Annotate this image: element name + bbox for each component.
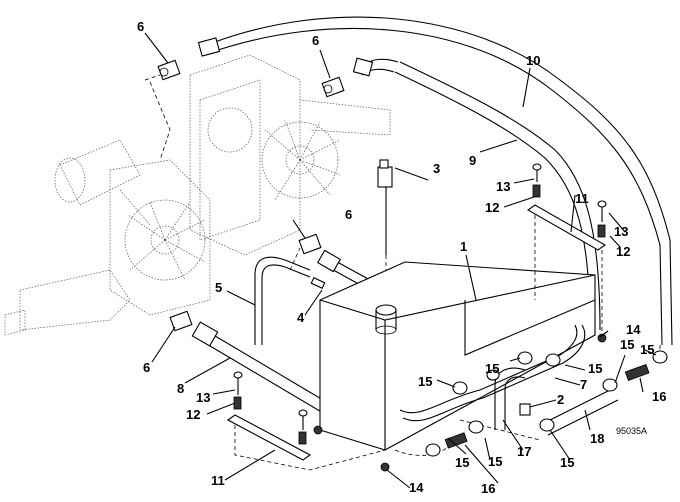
callout-13-right: 13 [614,224,629,239]
fitting-16-right [624,363,650,381]
figure-id-label: 95035A [616,426,648,436]
callout-13-upper: 13 [496,179,511,194]
hose-8 [191,321,341,421]
oil-tank-1 [319,261,596,451]
nut-14-right [597,333,607,343]
callout-5: 5 [215,280,223,295]
hose-7 [399,324,586,422]
callout-14-right: 14 [626,322,641,337]
callout-12-right: 12 [616,244,631,259]
leader-lines [144,32,657,489]
bolt-13-lower [233,371,243,410]
fitting-6-mid [298,233,322,255]
callout-17: 17 [517,444,532,459]
nut-14-bottom [380,462,390,472]
clamp-15 [539,418,555,432]
clamp-15 [517,351,533,365]
clamp-15 [602,378,618,392]
hose-18 [539,389,619,436]
callout-14-bottom: 14 [409,480,424,495]
clamp-15 [486,369,500,381]
callout-6-upper-left: 6 [137,19,145,34]
vent-hose-5 [254,256,311,345]
callout-9: 9 [469,153,477,168]
clamp-15 [468,420,484,434]
clamp-15 [452,381,468,395]
callout-11-upper: 11 [575,191,589,206]
hose-10 [211,16,673,346]
callout-6-upper-right: 6 [312,33,320,48]
callout-10: 10 [526,53,541,68]
callout-15: 15 [560,455,575,470]
callout-8: 8 [177,381,185,396]
callout-12-lower: 12 [186,407,201,422]
callout-6-lower: 6 [143,360,151,375]
strap-11-upper [526,204,607,300]
strap-11-lower [226,414,386,471]
nut-14-left [313,425,323,435]
callout-16-bottom: 16 [481,481,496,496]
fitting-16-bottom [444,432,468,449]
callout-15: 15 [418,374,433,389]
callout-7: 7 [580,377,588,392]
callout-15: 15 [588,361,603,376]
bolt-13-right [597,200,607,335]
plug-2 [519,403,531,416]
callout-3: 3 [433,161,441,176]
callout-6-mid: 6 [345,207,353,222]
clamp-15 [545,353,561,367]
fitting-6-upper-right [321,76,345,98]
vent-fitting-4 [310,277,326,289]
hose-fitting [197,37,221,57]
callout-15: 15 [485,361,500,376]
transaxle-left [4,139,211,336]
callout-1: 1 [460,239,468,254]
bolt-13-lower-2 [298,409,308,445]
clamp-15 [425,443,441,457]
callout-13-lower: 13 [196,390,211,405]
callout-2: 2 [557,392,565,407]
callout-15: 15 [620,337,635,352]
callout-11-lower: 11 [211,473,225,488]
clamp-15 [652,350,668,364]
fitting-6-upper-left [157,59,181,81]
hose-17 [494,367,526,430]
callout-15: 15 [488,454,503,469]
callout-15: 15 [640,342,655,357]
callout-18: 18 [590,431,605,446]
hose-fitting [352,57,374,77]
bolt-13-upper [532,163,542,198]
fitting-6-lower [169,310,193,332]
callout-4: 4 [297,310,305,325]
transaxle-right [189,54,391,256]
callout-16-right: 16 [652,389,667,404]
callout-15: 15 [455,455,470,470]
callout-12-upper: 12 [485,200,500,215]
